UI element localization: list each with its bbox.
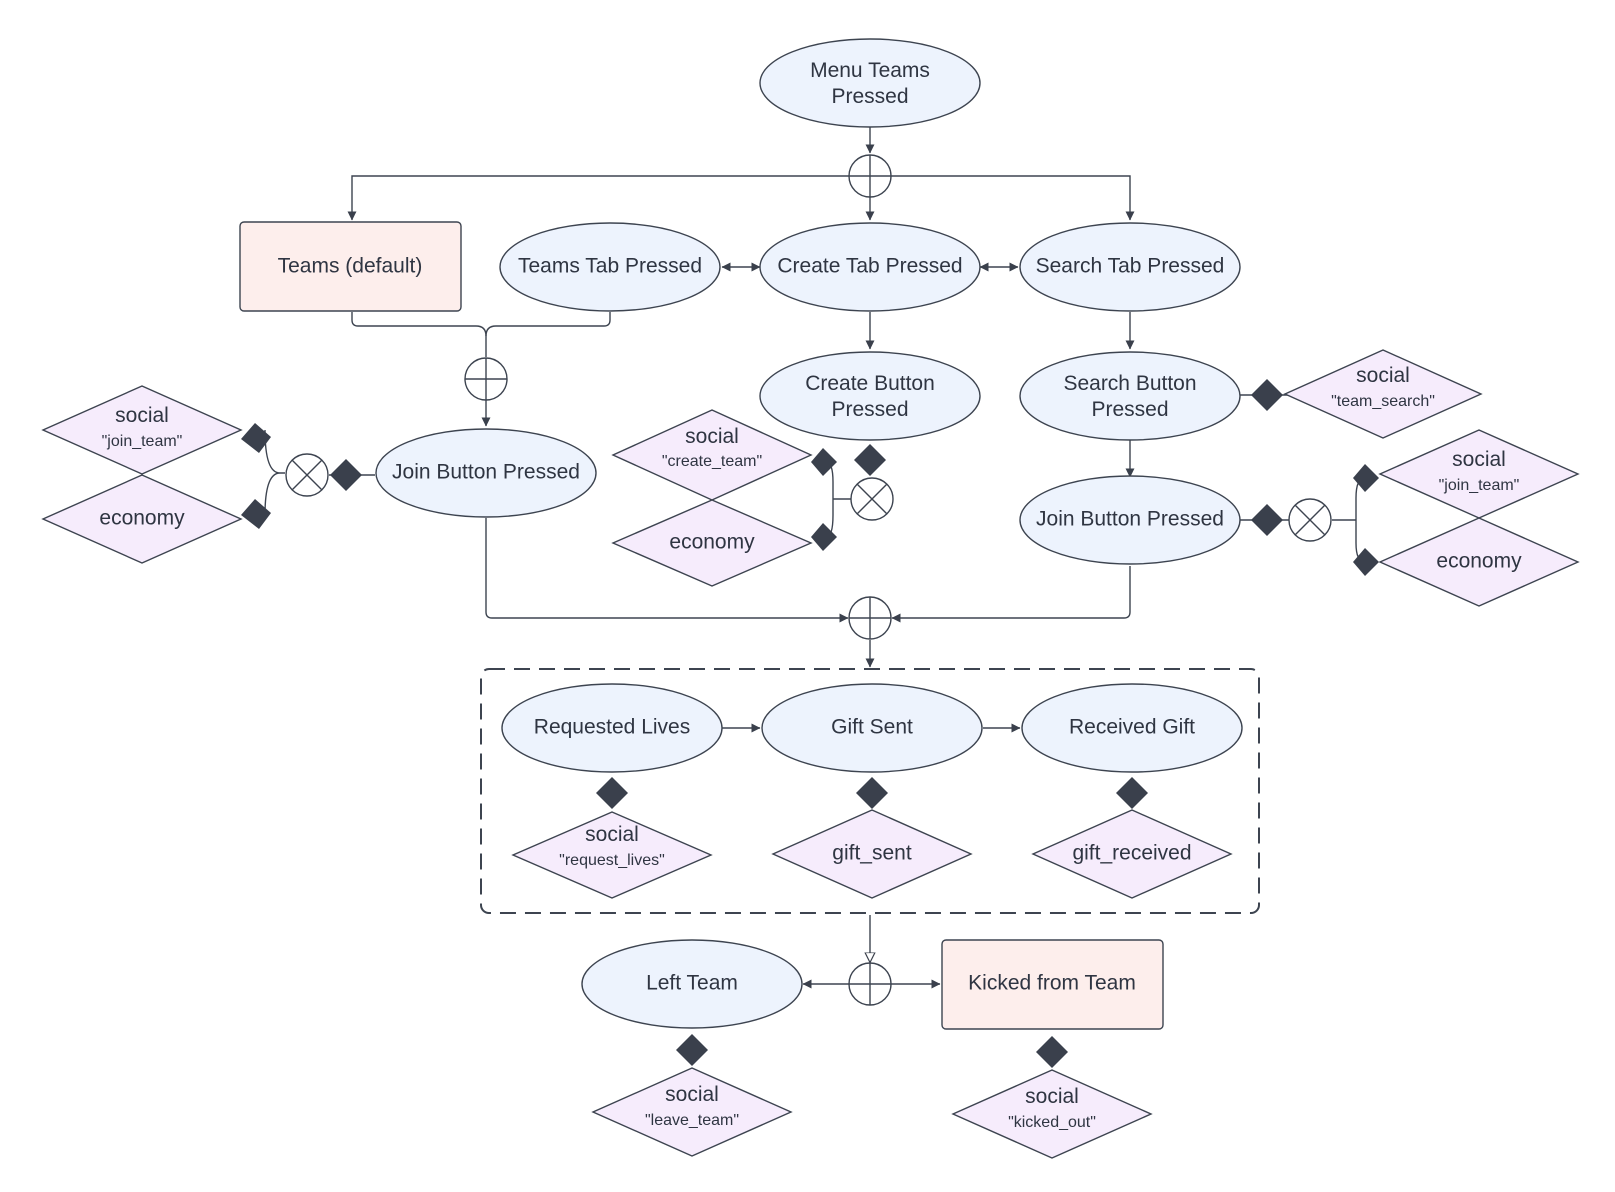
event-name: "request_lives" [559, 852, 665, 869]
event-category: social [1452, 448, 1506, 471]
search-tab-label: Search Tab Pressed [1036, 255, 1225, 278]
node-join-button-pressed-left: Join Button Pressed [375, 428, 597, 518]
connector-mark [1251, 504, 1283, 536]
event-category: social [1356, 364, 1410, 387]
gift-sent-label: Gift Sent [831, 716, 913, 739]
connector-mark [330, 459, 362, 491]
edge-split-to-teams-default [347, 175, 849, 221]
event-economy-right: economy [1378, 517, 1580, 607]
teams-tab-label: Teams Tab Pressed [518, 255, 702, 278]
event-social-request-lives: social "request_lives" [511, 811, 713, 899]
xor-gate-right [1288, 498, 1332, 542]
gates [285, 154, 1332, 1006]
and-merge-gate-center [848, 596, 892, 640]
edge-teams-default-to-merge [351, 312, 487, 357]
edge-join-left-to-merge [485, 518, 849, 623]
connector-xor-left [264, 429, 285, 516]
join-button-right-label: Join Button Pressed [1036, 508, 1224, 531]
event-economy-left: economy [41, 474, 243, 564]
event-category: economy [99, 507, 185, 530]
xor-gate-create [850, 477, 894, 521]
event-category: social [665, 1083, 719, 1106]
event-category: social [585, 823, 639, 846]
event-name: "join_team" [1439, 477, 1520, 494]
node-gift-sent: Gift Sent [761, 683, 983, 773]
and-exit-gate [848, 962, 892, 1006]
edges [264, 127, 1366, 989]
requested-lives-label: Requested Lives [534, 716, 690, 739]
edge-teams-tab-to-merge [485, 312, 611, 337]
event-category: social [685, 425, 739, 448]
event-social-join-team-left: social "join_team" [41, 385, 243, 475]
connector-mark [854, 444, 886, 476]
connector-mark [1353, 548, 1379, 576]
kicked-from-team-label: Kicked from Team [968, 972, 1136, 995]
connector-mark [811, 523, 837, 551]
team-activity-group [480, 668, 1260, 914]
connector-marks [241, 379, 1379, 1068]
event-category: gift_received [1072, 842, 1191, 865]
node-teams-tab-pressed: Teams Tab Pressed [499, 222, 721, 312]
join-button-left-label: Join Button Pressed [392, 461, 580, 484]
event-category: gift_sent [832, 842, 912, 865]
connector-mark [856, 777, 888, 809]
connector-mark [1116, 777, 1148, 809]
event-category: economy [669, 531, 755, 554]
node-left-team: Left Team [581, 939, 803, 1029]
edge-join-right-to-merge [891, 566, 1131, 623]
xor-gate-left [285, 453, 329, 497]
edge-split-to-search-tab [891, 175, 1135, 221]
connector-mark [1353, 464, 1379, 492]
event-category: social [1025, 1085, 1079, 1108]
connector-mark [1036, 1036, 1068, 1068]
connector-mark [596, 777, 628, 809]
connector-xor-create [825, 461, 852, 538]
event-name: "leave_team" [645, 1112, 739, 1129]
event-category: economy [1436, 550, 1522, 573]
event-name: "team_search" [1331, 393, 1435, 410]
node-received-gift: Received Gift [1021, 683, 1243, 773]
connector-mark [241, 499, 271, 529]
event-social-leave-team: social "leave_team" [591, 1067, 793, 1157]
connector-mark [676, 1034, 708, 1066]
node-requested-lives: Requested Lives [501, 683, 723, 773]
event-economy-create: economy [611, 499, 813, 587]
event-name: "join_team" [102, 433, 183, 450]
event-category: social [115, 404, 169, 427]
event-gift-received: gift_received [1031, 809, 1233, 899]
and-split-gate [848, 154, 892, 198]
event-gift-sent: gift_sent [771, 809, 973, 899]
connector-mark [241, 423, 271, 453]
event-name: "create_team" [662, 453, 762, 470]
and-merge-gate-left [464, 357, 508, 401]
event-social-kicked-out: social "kicked_out" [951, 1069, 1153, 1159]
state-node-teams-default: Teams (default) [239, 221, 462, 312]
node-create-tab-pressed: Create Tab Pressed [759, 222, 981, 312]
event-social-join-team-right: social "join_team" [1378, 429, 1580, 519]
left-team-label: Left Team [646, 972, 738, 995]
event-social-team-search: social "team_search" [1283, 349, 1483, 439]
node-search-tab-pressed: Search Tab Pressed [1019, 222, 1241, 312]
state-node-kicked-from-team: Kicked from Team [941, 939, 1164, 1030]
connector-xor-right [1332, 477, 1366, 563]
connector-mark [1251, 379, 1283, 411]
teams-default-label: Teams (default) [278, 255, 423, 278]
node-join-button-pressed-right: Join Button Pressed [1019, 475, 1241, 565]
connector-mark [811, 448, 837, 476]
event-social-create-team: social "create_team" [611, 409, 813, 501]
received-gift-label: Received Gift [1069, 716, 1195, 739]
event-name: "kicked_out" [1008, 1114, 1096, 1131]
create-tab-label: Create Tab Pressed [777, 255, 962, 278]
